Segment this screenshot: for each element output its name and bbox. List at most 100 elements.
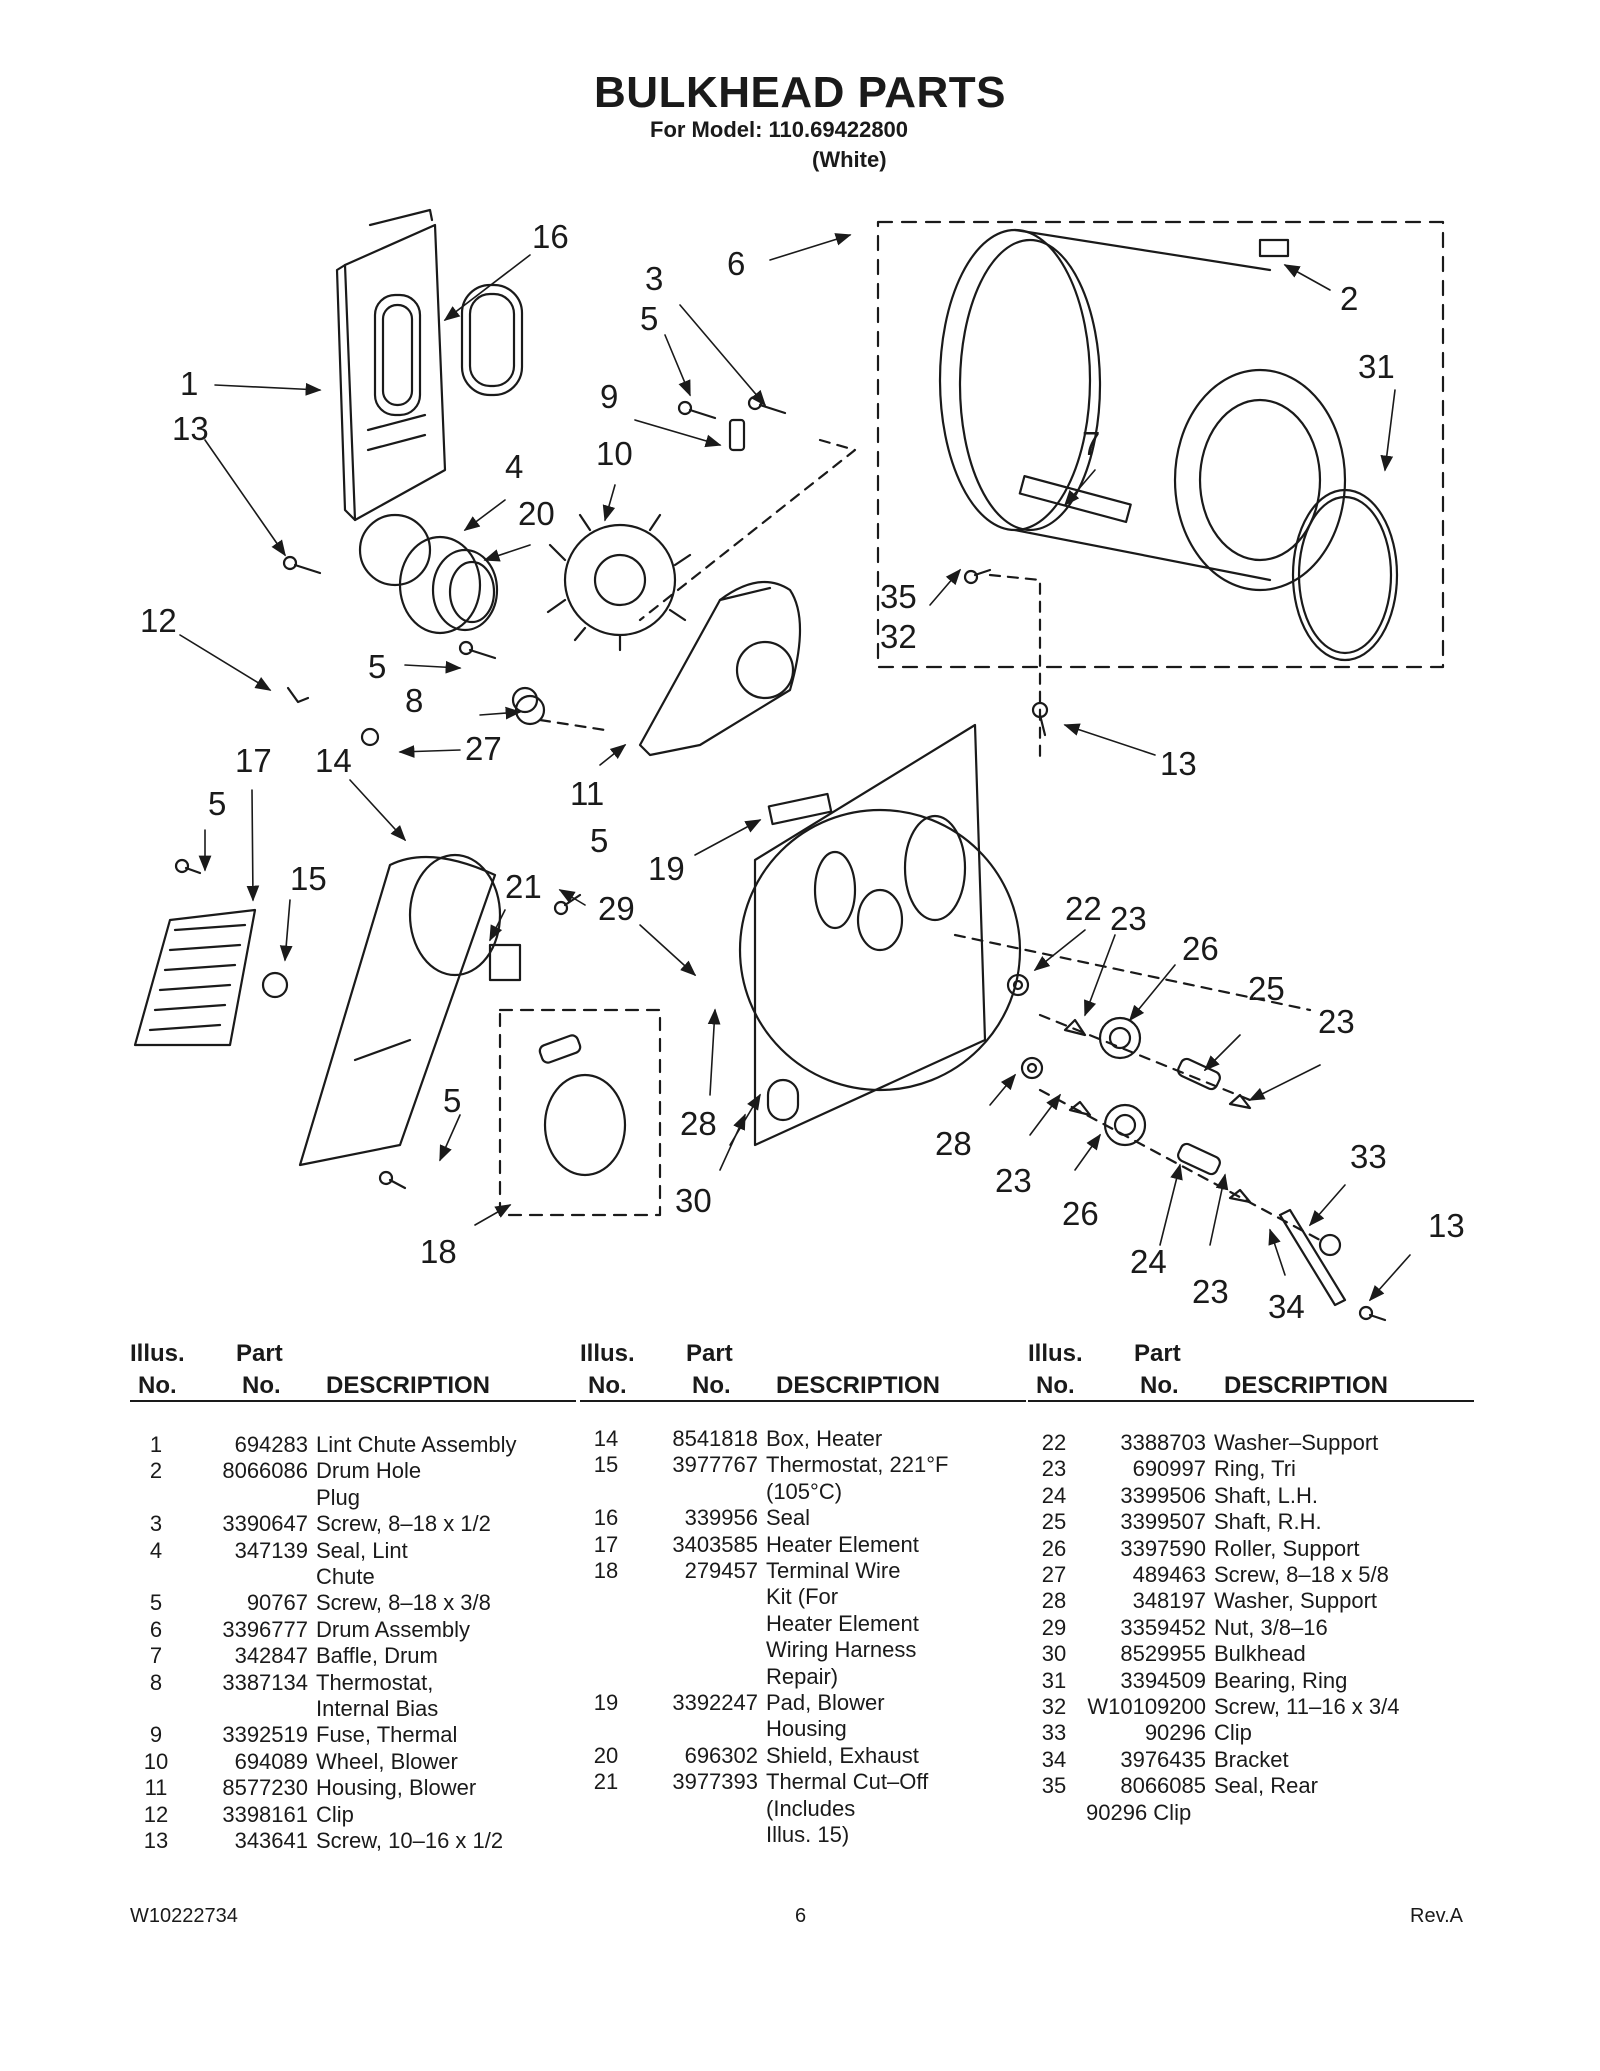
extra-part-note: 90296 Clip <box>1086 1799 1192 1825</box>
callout-23-b: 23 <box>1318 1003 1355 1040</box>
leader-lines <box>538 438 1322 1242</box>
part-description: Box, Heater <box>766 1426 883 1451</box>
part-number: 694089 <box>234 1748 308 1774</box>
part-description: Seal, Lint Chute <box>316 1537 408 1590</box>
part-description: Nut, 3/8–16 <box>1214 1614 1328 1640</box>
exploded-parts-diagram: 16 3 6 2 5 31 1 13 9 10 4 20 7 12 35 32 … <box>133 208 1465 1325</box>
illus-number: 14 <box>593 1426 619 1451</box>
heater-element-part <box>133 908 257 1047</box>
chute-seal-part <box>398 535 499 635</box>
part-row: 19 3392247 Pad, Blower Housing <box>580 1690 1026 1743</box>
part-number: 3359452 <box>1120 1614 1206 1640</box>
part-number: 489463 <box>1132 1562 1206 1588</box>
callout-13-right: 13 <box>1160 745 1197 782</box>
part-description: Thermal Cut–Off (Includes Illus. 15) <box>766 1769 929 1848</box>
blower-housing-part <box>638 580 802 757</box>
part-number: 3392247 <box>672 1690 758 1716</box>
part-number: 348197 <box>1132 1588 1206 1614</box>
part-description: Shaft, R.H. <box>1214 1509 1322 1535</box>
part-number: 3977393 <box>672 1769 758 1795</box>
callout-5-mid: 5 <box>368 648 386 685</box>
callout-8: 8 <box>405 682 423 719</box>
variant-line: (White) <box>812 147 887 172</box>
callout-14: 14 <box>315 742 352 779</box>
drum-assembly-part <box>876 220 1445 669</box>
header-illus-line1: Illus. <box>1028 1340 1083 1367</box>
wire-kit-part <box>498 1008 662 1217</box>
part-description: Baffle, Drum <box>316 1643 438 1669</box>
illus-number: 26 <box>1041 1535 1067 1561</box>
part-number: 343641 <box>234 1828 308 1854</box>
illus-number: 32 <box>1041 1694 1067 1720</box>
part-number: 8541818 <box>672 1426 758 1451</box>
heater-box-part <box>298 853 502 1167</box>
part-description: Thermostat, 221°F (105°C) <box>766 1452 949 1504</box>
illus-number: 19 <box>593 1690 619 1716</box>
part-number: 342847 <box>234 1643 308 1669</box>
part-description: Thermostat, Internal Bias <box>316 1669 439 1722</box>
illus-number: 29 <box>1041 1614 1067 1640</box>
part-number: 8066086 <box>222 1458 308 1484</box>
illus-number: 22 <box>1041 1430 1067 1455</box>
part-row: 23 690997 Ring, Tri <box>1028 1456 1474 1482</box>
part-number: 3394509 <box>1120 1667 1206 1693</box>
part-description: Ring, Tri <box>1214 1456 1296 1482</box>
callout-26-a: 26 <box>1182 930 1219 967</box>
callout-13-left: 13 <box>172 410 209 447</box>
callout-7: 7 <box>1082 425 1100 462</box>
illus-number: 23 <box>1041 1456 1067 1482</box>
model-line: For Model: 110.69422800 <box>650 117 909 142</box>
header-part-line2: No. <box>692 1372 731 1399</box>
illus-number: 1 <box>149 1432 163 1457</box>
callout-30: 30 <box>675 1182 712 1219</box>
part-number: 3397590 <box>1120 1535 1206 1561</box>
callout-11: 11 <box>570 775 604 812</box>
part-description: Pad, Blower Housing <box>766 1690 885 1742</box>
part-number: 339956 <box>684 1505 758 1531</box>
column-header: Illus. No. Part No. DESCRIPTION <box>130 1340 576 1402</box>
callout-34: 34 <box>1268 1288 1305 1325</box>
column-header: Illus. No. Part No. DESCRIPTION <box>1028 1340 1474 1402</box>
illus-number: 28 <box>1041 1588 1067 1614</box>
header-description: DESCRIPTION <box>776 1372 941 1399</box>
callout-32: 32 <box>880 618 917 655</box>
part-number: 8577230 <box>222 1775 308 1801</box>
illus-number: 18 <box>593 1558 619 1584</box>
part-description: Screw, 11–16 x 3/4 <box>1214 1694 1400 1720</box>
header-part-line1: Part <box>686 1340 733 1367</box>
part-number: 690997 <box>1132 1456 1206 1482</box>
doc-number: W10222734 <box>130 1905 238 1927</box>
revision-label: Rev.A <box>1410 1905 1463 1927</box>
bulkhead-part <box>738 723 1022 1147</box>
part-description: Terminal Wire Kit (For Heater Element Wi… <box>766 1558 919 1689</box>
part-number: 3976435 <box>1120 1746 1206 1772</box>
part-description: Screw, 8–18 x 5/8 <box>1214 1562 1389 1588</box>
page-number: 6 <box>795 1905 807 1927</box>
callout-35: 35 <box>880 578 917 615</box>
part-number: 8529955 <box>1120 1641 1206 1667</box>
illus-number: 8 <box>149 1669 163 1695</box>
illus-number: 33 <box>1041 1720 1067 1746</box>
illus-number: 2 <box>149 1458 163 1484</box>
page-header: BULKHEAD PARTS <box>0 68 1600 118</box>
callout-10: 10 <box>596 435 633 472</box>
callout-17: 17 <box>235 742 272 779</box>
roller-hardware-part <box>1006 973 1347 1307</box>
callout-29: 29 <box>598 890 635 927</box>
header-illus-line1: Illus. <box>130 1340 185 1367</box>
callout-27: 27 <box>465 730 502 767</box>
